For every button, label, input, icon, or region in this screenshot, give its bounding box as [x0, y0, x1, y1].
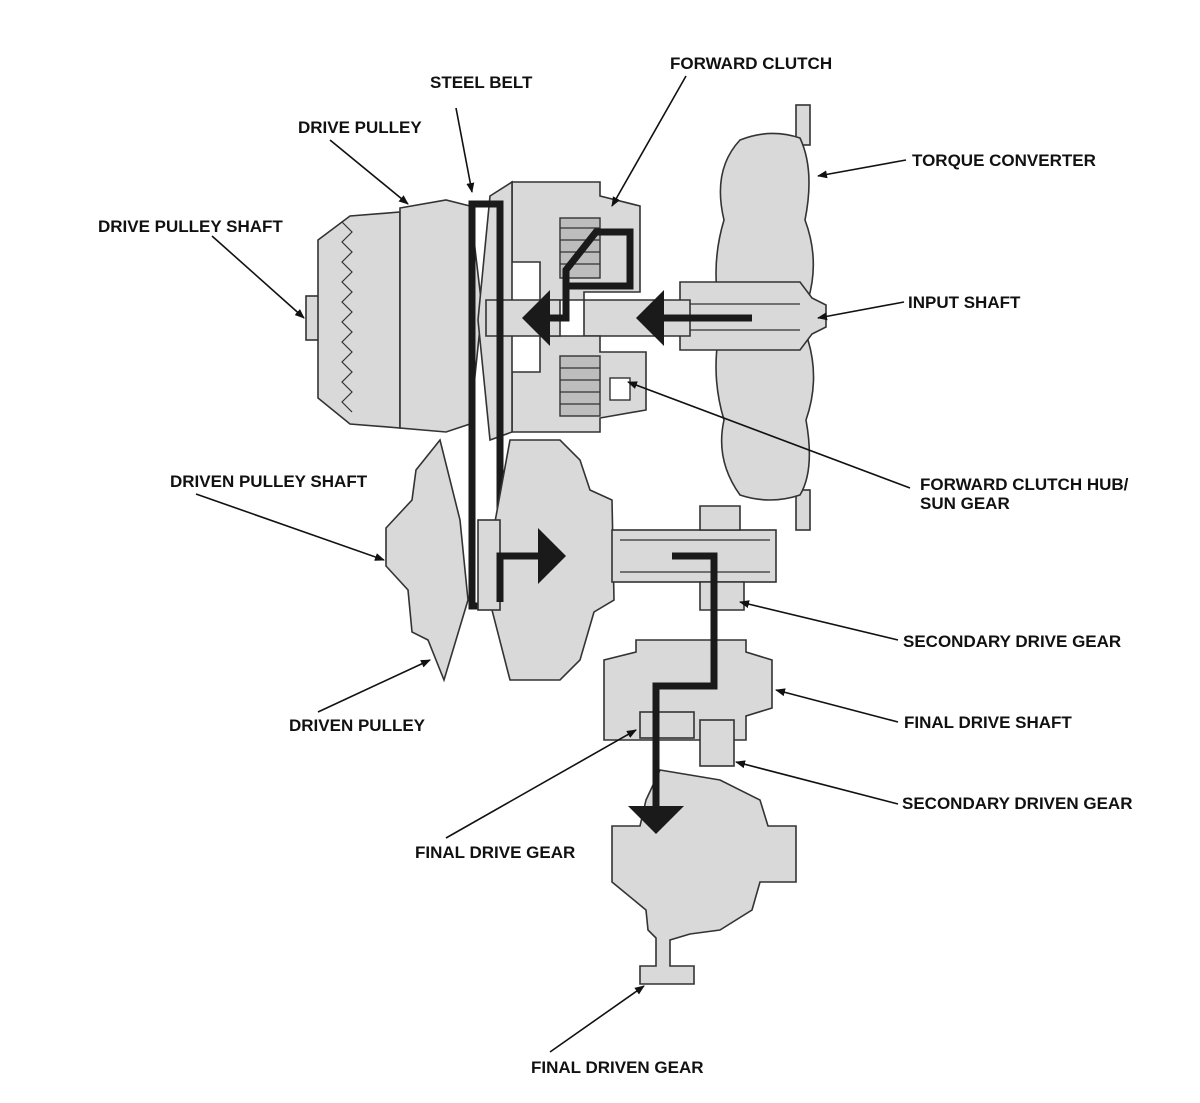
label-drive-pulley-shaft: DRIVE PULLEY SHAFT: [98, 217, 283, 236]
label-forward-clutch: FORWARD CLUTCH: [670, 54, 833, 73]
label-final-drive-shaft: FINAL DRIVE SHAFT: [904, 713, 1072, 732]
label-steel-belt: STEEL BELT: [430, 73, 533, 92]
power-flow-path: [496, 228, 752, 834]
label-forward-clutch-hub: FORWARD CLUTCH HUB/: [920, 475, 1129, 494]
label-final-driven-gear: FINAL DRIVEN GEAR: [531, 1058, 704, 1077]
label-driven-pulley: DRIVEN PULLEY: [289, 716, 426, 735]
label-secondary-drive-gear: SECONDARY DRIVE GEAR: [903, 632, 1122, 651]
drive-pulley: [305, 180, 561, 442]
final-driven-gear: [611, 769, 797, 985]
label-driven-pulley-shaft: DRIVEN PULLEY SHAFT: [170, 472, 368, 491]
leader-lines: [195, 75, 911, 1053]
label-final-drive-gear: FINAL DRIVE GEAR: [415, 843, 576, 862]
label-drive-pulley: DRIVE PULLEY: [298, 118, 422, 137]
label-torque-converter: TORQUE CONVERTER: [912, 151, 1096, 170]
label-input-shaft: INPUT SHAFT: [908, 293, 1021, 312]
final-drive-shaft: [603, 639, 773, 767]
label-secondary-driven-gear: SECONDARY DRIVEN GEAR: [902, 794, 1133, 813]
label-sun-gear: SUN GEAR: [920, 494, 1010, 513]
